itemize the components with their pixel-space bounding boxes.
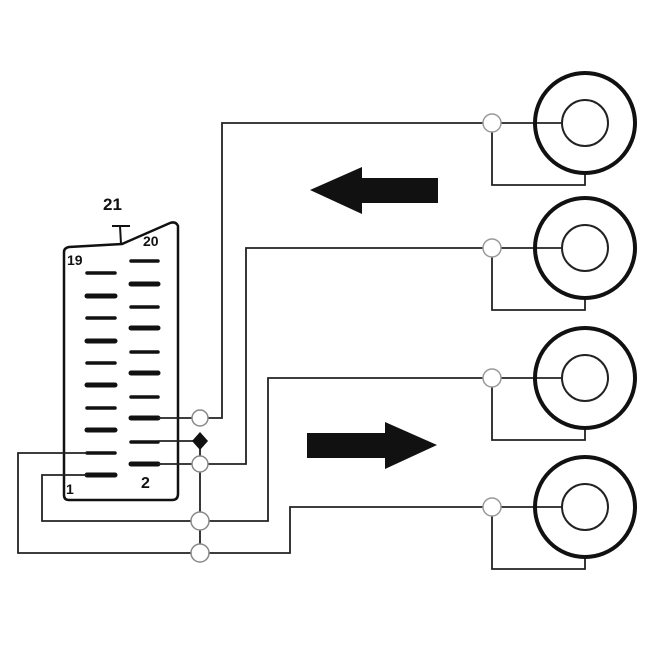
pin-19-label: 19 [67, 252, 83, 268]
junction-node [190, 543, 210, 563]
rca-outer-ring [533, 455, 637, 559]
arrow-right-icon [307, 422, 437, 469]
junction-node [482, 238, 502, 258]
junction-node [482, 368, 502, 388]
arrow-left-icon [310, 167, 438, 214]
pin-1-label: 1 [66, 481, 74, 497]
rca-center-pin [561, 99, 609, 147]
pin-21-label: 21 [103, 195, 122, 214]
rca-outer-ring [533, 71, 637, 175]
pin-2-label: 2 [141, 475, 150, 492]
rca-center-pin [561, 483, 609, 531]
junction-node [191, 455, 209, 473]
scart-connector [62, 221, 180, 502]
rca-center-pin [561, 224, 609, 272]
pin-20-label: 20 [143, 233, 159, 249]
rca-center-pin [561, 354, 609, 402]
junction-node [482, 113, 502, 133]
rca-jack [482, 326, 637, 441]
rca-outer-ring [533, 196, 637, 300]
junction-node-filled [192, 432, 208, 450]
junction-node [191, 409, 209, 427]
rca-jack [482, 455, 637, 570]
rca-jack [482, 71, 637, 186]
rca-jack [482, 196, 637, 311]
junctions [190, 409, 210, 563]
junction-node [190, 511, 210, 531]
rca-outer-ring [533, 326, 637, 430]
junction-node [482, 497, 502, 517]
